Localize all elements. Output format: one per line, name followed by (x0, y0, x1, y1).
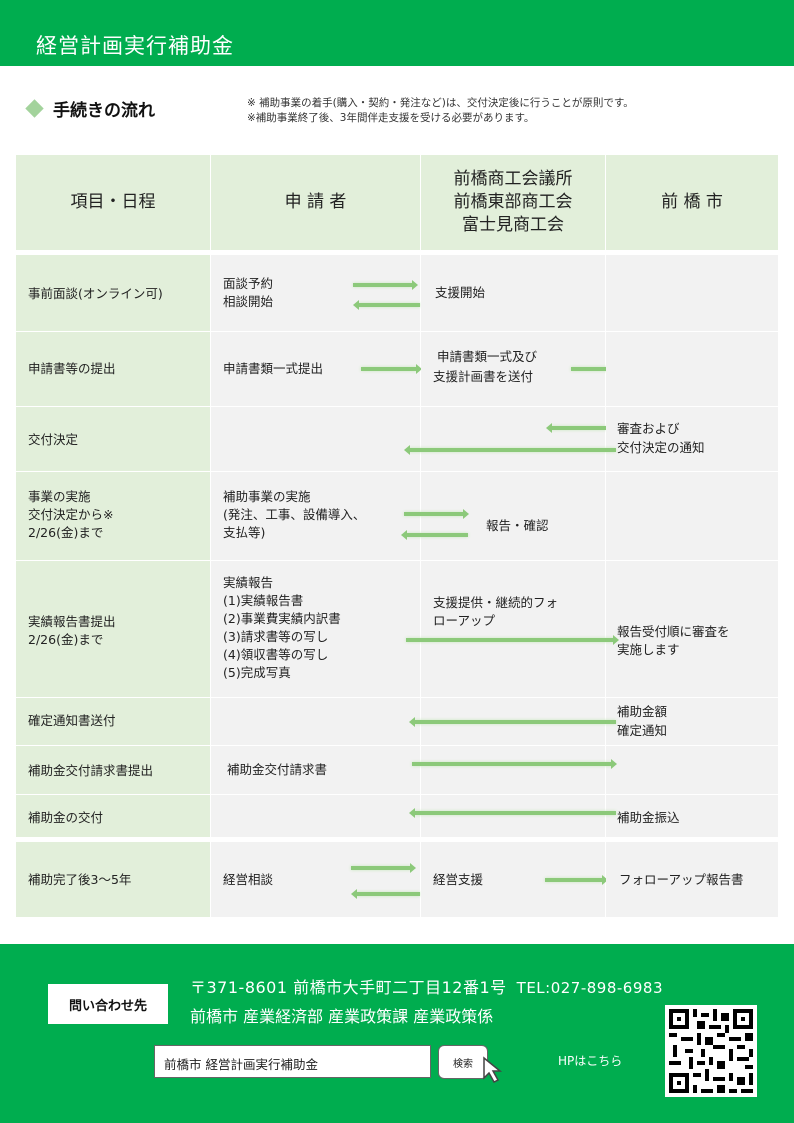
city-text: フォローアップ報告書 (619, 872, 744, 887)
row-item: 実績報告書提出 (28, 614, 116, 629)
chamber-text: 申請書類一式及び (437, 349, 538, 364)
applicant-text: (5)完成写真 (223, 665, 291, 680)
row-item: 確定通知書送付 (28, 713, 116, 728)
row-item: 2/26(金)まで (28, 632, 104, 647)
search-input[interactable]: 前橋市 経営計画実行補助金 (154, 1045, 431, 1078)
contact-footer: 問い合わせ先 〒371-8601 前橋市大手町二丁目12番1号 TEL:027-8… (0, 944, 794, 1123)
city-text: 確定通知 (617, 723, 668, 738)
section-title: 手続きの流れ (53, 101, 155, 121)
city-text: 報告受付順に審査を (617, 624, 730, 639)
row-item: 補助完了後3～5年 (28, 872, 132, 887)
mouse-cursor-icon (483, 1056, 503, 1083)
arrow-right-icon (351, 863, 416, 873)
table-row: 補助金の交付 補助金振込 (16, 795, 778, 837)
notes: ※ 補助事業の着手(購入・契約・発注など)は、交付決定後に行うことが原則です。 … (247, 96, 634, 126)
section-heading: 手続きの流れ (25, 96, 155, 121)
postal-address: 〒371-8601 前橋市大手町二丁目12番1号 (190, 978, 507, 997)
table-row: 事業の実施 交付決定から※ 2/26(金)まで 補助事業の実施 (発注、工事、設… (16, 472, 778, 560)
contact-label: 問い合わせ先 (48, 984, 168, 1024)
table-row: 事前面談(オンライン可) 面談予約 相談開始 支援開始 (16, 255, 778, 331)
applicant-text: (4)領収書等の写し (223, 647, 329, 662)
arrow-right-icon (406, 635, 619, 645)
chamber-text: 支援計画書を送付 (433, 369, 534, 384)
row-item: 補助金交付請求書提出 (28, 763, 154, 778)
page-title: 経営計画実行補助金 (36, 34, 234, 58)
row-item: 交付決定から※ (28, 507, 114, 522)
address: 〒371-8601 前橋市大手町二丁目12番1号 TEL:027-898-6983 (190, 974, 663, 998)
row-item: 交付決定 (28, 432, 79, 447)
chamber-text: 支援開始 (435, 285, 486, 300)
hp-label: HPはこちら (558, 1054, 623, 1068)
column-header-item: 項目・日程 (16, 155, 211, 250)
city-text: 審査および (617, 421, 680, 436)
chamber-text: 経営支援 (433, 872, 484, 887)
applicant-text: 相談開始 (223, 294, 274, 309)
diamond-bullet-icon (25, 99, 44, 118)
applicant-text: 補助事業の実施 (223, 489, 311, 504)
applicant-text: 申請書類一式提出 (223, 361, 324, 376)
row-item: 補助金の交付 (28, 810, 104, 825)
applicant-text: 実績報告 (223, 575, 274, 590)
qr-code-icon[interactable] (665, 1004, 757, 1098)
city-text: 交付決定の通知 (617, 440, 705, 455)
arrow-right-icon (404, 509, 469, 519)
search-button[interactable]: 検索 (438, 1045, 488, 1079)
arrow-left-icon (409, 808, 616, 818)
note-1: ※ 補助事業の着手(購入・契約・発注など)は、交付決定後に行うことが原則です。 (247, 97, 634, 109)
arrow-left-icon (409, 717, 616, 727)
applicant-text: 補助金交付請求書 (227, 762, 328, 777)
arrow-left-icon (546, 423, 606, 433)
column-header-chamber: 前橋商工会議所 前橋東部商工会 富士見商工会 (421, 155, 606, 250)
applicant-text: 面談予約 (223, 276, 274, 291)
arrow-left-icon (351, 889, 420, 899)
chamber-text: 報告・確認 (486, 518, 549, 533)
arrow-right-icon (412, 759, 617, 769)
table-row: 交付決定 審査および 交付決定の通知 (16, 407, 778, 471)
table-header-row: 項目・日程 申 請 者 前橋商工会議所 前橋東部商工会 富士見商工会 前 橋 市 (16, 155, 778, 250)
row-item: 事前面談(オンライン可) (28, 286, 163, 301)
chamber-text: ローアップ (433, 613, 496, 628)
telephone: TEL:027-898-6983 (516, 979, 663, 997)
table-row: 申請書等の提出 申請書類一式提出 申請書類一式及び 支援計画書を送付 (16, 332, 778, 406)
city-text: 補助金振込 (617, 810, 680, 825)
chamber-name-2: 前橋東部商工会 (453, 192, 573, 212)
chamber-name-1: 前橋商工会議所 (453, 169, 573, 189)
arrow-left-icon (401, 530, 468, 540)
column-header-city: 前 橋 市 (606, 155, 778, 250)
department: 前橋市 産業経済部 産業政策課 産業政策係 (190, 1007, 494, 1026)
applicant-text: (発注、工事、設備導入、 (223, 507, 366, 522)
applicant-text: 経営相談 (223, 872, 274, 887)
applicant-text: (3)請求書等の写し (223, 629, 329, 644)
city-text: 実施します (617, 642, 680, 657)
table-row: 補助金交付請求書提出 補助金交付請求書 (16, 746, 778, 794)
chamber-name-3: 富士見商工会 (462, 215, 564, 235)
table-row: 実績報告書提出 2/26(金)まで 実績報告 (1)実績報告書 (2)事業費実績… (16, 561, 778, 697)
row-item: 申請書等の提出 (28, 361, 116, 376)
chamber-text: 支援提供・継続的フォ (433, 595, 559, 610)
applicant-text: (2)事業費実績内訳書 (223, 611, 341, 626)
column-header-applicant: 申 請 者 (211, 155, 421, 250)
arrow-right-icon (353, 280, 418, 290)
arrow-left-icon (353, 300, 420, 310)
table-row: 確定通知書送付 補助金額 確定通知 (16, 698, 778, 745)
arrow-right-icon (361, 364, 422, 374)
table-row: 補助完了後3～5年 経営相談 経営支援 フォローアップ報告書 (16, 842, 778, 917)
applicant-text: 支払等) (223, 525, 266, 540)
city-text: 補助金額 (617, 704, 668, 719)
note-2: ※補助事業終了後、3年間伴走支援を受ける必要があります。 (247, 112, 535, 124)
top-banner: 経営計画実行補助金 (0, 0, 794, 66)
applicant-text: (1)実績報告書 (223, 593, 304, 608)
arrow-right-icon (545, 875, 608, 885)
arrow-left-icon (404, 445, 616, 455)
row-item: 2/26(金)まで (28, 525, 104, 540)
row-item: 事業の実施 (28, 489, 91, 504)
